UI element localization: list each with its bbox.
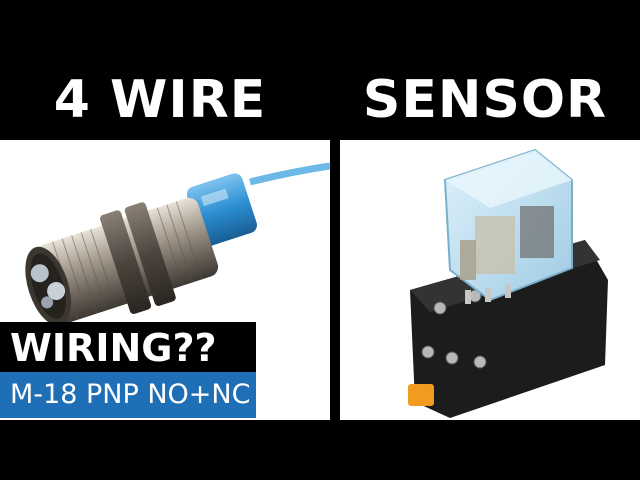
title-sensor: SENSOR bbox=[362, 70, 608, 130]
title-4-wire: 4 WIRE bbox=[53, 70, 267, 130]
spec-label: M-18 PNP NO+NC bbox=[0, 372, 256, 418]
wiring-question-label: WIRING?? bbox=[0, 322, 256, 372]
relay-socket-image bbox=[340, 140, 640, 420]
